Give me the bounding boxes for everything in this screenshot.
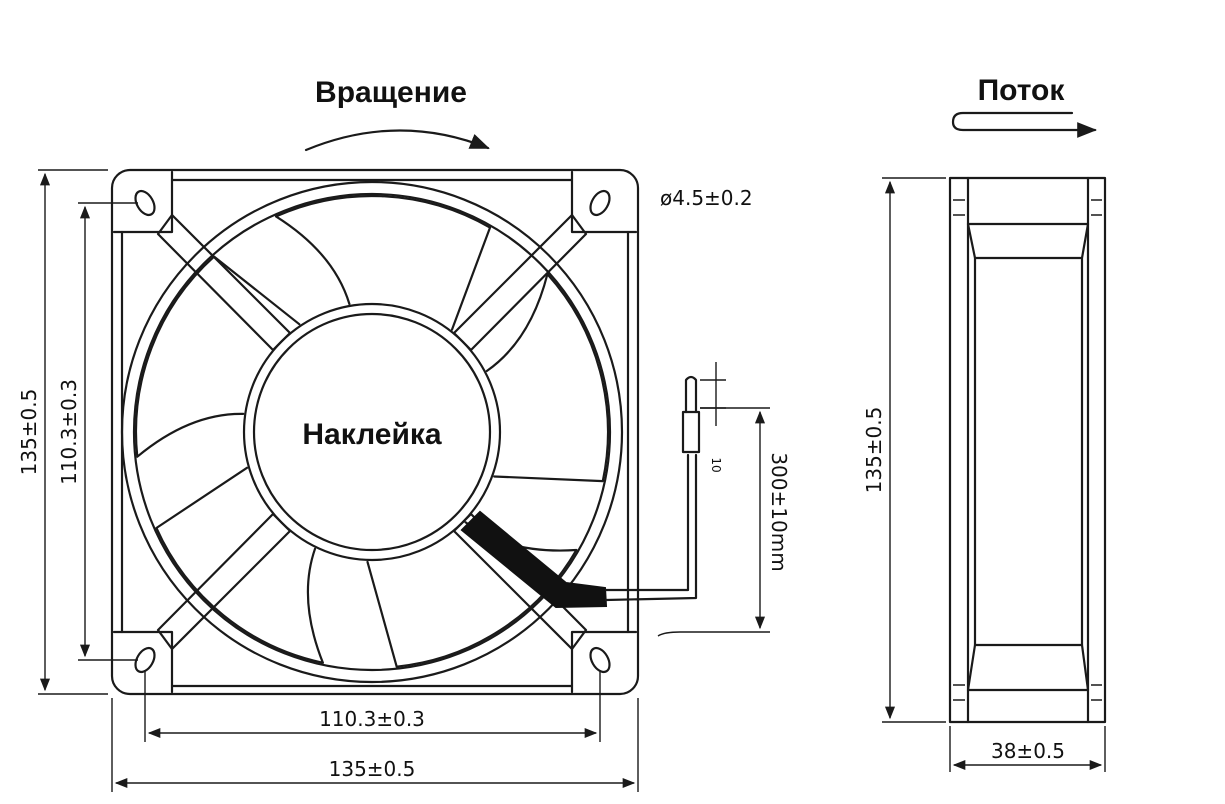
fan-blade xyxy=(274,194,492,331)
ext-line-width-outer xyxy=(111,698,639,792)
flow-label: Поток xyxy=(978,74,1066,107)
side-view xyxy=(948,176,1107,724)
front-width-outer-label: 135±0.5 xyxy=(329,757,416,781)
side-frame-outer xyxy=(948,176,1107,724)
ext-line-side-depth xyxy=(949,726,1106,772)
cable-length-label: 300±10mm xyxy=(767,452,791,571)
hub-inner xyxy=(252,312,492,552)
wire-connector xyxy=(681,410,701,454)
side-notches xyxy=(953,199,1102,701)
side-depth-label: 38±0.5 xyxy=(991,739,1065,763)
side-dimensions: 135±0.5 38±0.5 xyxy=(862,177,1106,772)
strut-top-left xyxy=(156,213,292,352)
ext-line-width-inner xyxy=(144,670,601,742)
corner-tab-bottom-left xyxy=(112,630,174,694)
ext-line-height-inner xyxy=(78,202,138,661)
front-view: Наклейка xyxy=(110,168,701,696)
fan-blade xyxy=(134,255,301,458)
wire-tip xyxy=(684,375,698,414)
fan-blade xyxy=(485,273,610,483)
front-frame-outer xyxy=(110,168,640,696)
fan-blade xyxy=(155,466,324,664)
front-height-outer-label: 135±0.5 xyxy=(17,389,41,476)
side-height-label: 135±0.5 xyxy=(862,407,886,494)
hole-diameter-label: ø4.5±0.2 xyxy=(660,186,753,210)
cable xyxy=(460,510,608,609)
corner-tab-top-right xyxy=(570,170,638,234)
front-dimensions: 135±0.5 110.3±0.3 110.3±0.3 135±0.5 300±… xyxy=(17,169,791,792)
rotation-arrow xyxy=(304,129,490,152)
ext-line-height-outer xyxy=(38,169,108,695)
mounting-hole-top-right xyxy=(589,189,611,217)
mounting-hole-bottom-right xyxy=(589,646,611,674)
corner-tab-top-left xyxy=(112,170,174,234)
side-venturi-bottom xyxy=(966,643,1090,692)
strut-bottom-left xyxy=(156,512,292,651)
ext-line-cable-bottom xyxy=(657,631,770,637)
corner-tab-bottom-right xyxy=(570,630,638,694)
ext-line-side-height xyxy=(882,177,946,723)
impeller-ring-outer xyxy=(120,180,624,684)
sticker-label: Наклейка xyxy=(302,418,442,451)
front-width-inner-label: 110.3±0.3 xyxy=(319,707,425,731)
hub-outer xyxy=(242,302,502,562)
front-height-inner-label: 110.3±0.3 xyxy=(57,379,81,485)
wire-strip-label: 10 xyxy=(709,457,723,472)
side-flanges xyxy=(966,176,1090,724)
wire-2 xyxy=(604,453,698,602)
wire-1 xyxy=(604,453,690,592)
flow-arrow xyxy=(951,111,1097,138)
rotation-label: Вращение xyxy=(315,76,467,109)
strut-top-right xyxy=(452,213,588,352)
mounting-hole-top-left xyxy=(134,189,156,217)
side-venturi-top xyxy=(966,222,1090,647)
mounting-hole-bottom-left xyxy=(134,646,156,674)
impeller-ring-inner xyxy=(132,192,612,672)
dim-line-wire-strip xyxy=(700,362,726,426)
